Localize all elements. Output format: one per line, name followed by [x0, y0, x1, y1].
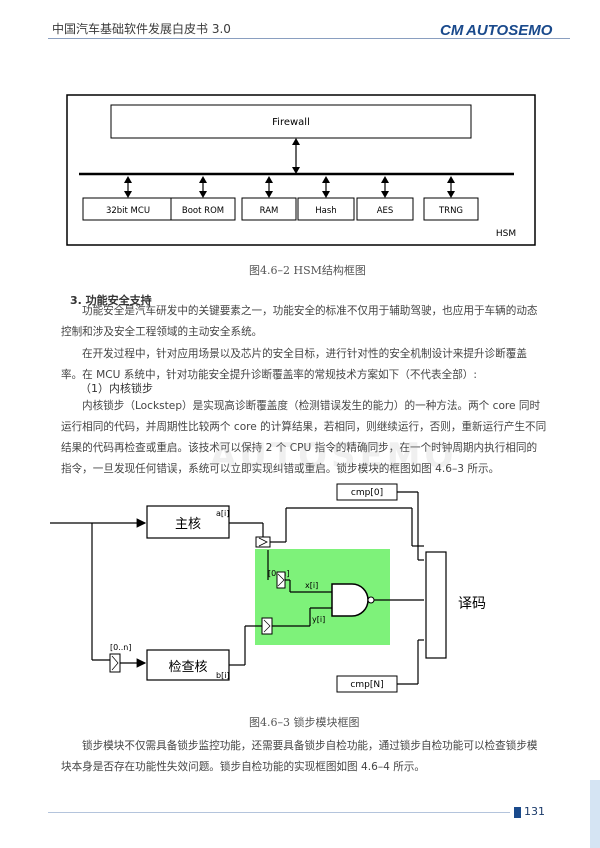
b-label: b[i]: [216, 671, 230, 680]
inverter-bubble: [367, 596, 375, 604]
main-core-label: 主核: [175, 517, 201, 532]
arrow-head: [381, 191, 389, 198]
hsm-block-label: TRNG: [438, 206, 463, 216]
arrow-head: [265, 191, 273, 198]
lockstep-diagram: 主核 a[i] [0..n] x[i] y[i] [0..n] 检查核 b[i]…: [50, 483, 486, 693]
register-b: [109, 653, 121, 673]
hsm-block-label: RAM: [260, 206, 279, 216]
section-heading: 3. 功能安全支持: [70, 294, 152, 307]
hsm-block: [297, 197, 355, 221]
watermark: AUTOSEMO: [210, 436, 458, 476]
paragraph-4: 锁步模块不仅需具备锁步监控功能，还需要具备锁步自检功能，通过锁步自检功能可以检查…: [61, 740, 538, 773]
arrow-head: [265, 176, 273, 183]
page-number-marker: [514, 807, 521, 818]
figure-caption-hsm: 图4.6–2 HSM结构框图: [249, 264, 366, 277]
cmpN-label: cmp[N]: [350, 680, 383, 690]
arrow-head: [447, 191, 455, 198]
hsm-block-label: Boot ROM: [182, 206, 224, 216]
cmp0-label: cmp[0]: [351, 488, 383, 498]
arrow-head: [322, 176, 330, 183]
paragraph-2: 在开发过程中，针对应用场景以及芯片的安全目标，进行针对性的安全机制设计来提升诊断…: [61, 348, 527, 381]
hsm-block: [170, 197, 236, 221]
arrow-head: [447, 176, 455, 183]
decoder-label: 译码: [458, 596, 486, 612]
hsm-block-label: AES: [377, 206, 394, 216]
x-label: x[i]: [305, 581, 318, 590]
hsm-diagram: Firewall 32bit MCU Boot ROM RAM Hash AES TRNG…: [66, 94, 536, 246]
hsm-block: [241, 197, 297, 221]
hsm-block: [356, 197, 414, 221]
firewall-label: Firewall: [272, 117, 310, 128]
a-label: a[i]: [216, 509, 229, 518]
figure-caption-lockstep: 图4.6–3 锁步模块框图: [249, 716, 360, 729]
paragraph-1: 功能安全是汽车研发中的关键要素之一，功能安全的标准不仅用于辅助驾驶，也应用于车辆…: [61, 305, 538, 338]
register-a: [255, 536, 271, 548]
autosemo-logo: CM AUTOSEMO: [440, 22, 553, 39]
page-header-title: 中国汽车基础软件发展白皮书 3.0: [52, 22, 231, 36]
main-core-box: [146, 505, 230, 539]
y-label: y[i]: [312, 615, 325, 624]
hsm-block: [423, 197, 479, 221]
sub-heading-lockstep: （1）内核锁步: [80, 382, 153, 395]
arrow-head: [199, 176, 207, 183]
edge-accent: [590, 780, 600, 848]
page-number: 131: [524, 805, 545, 818]
logo-prefix: CM: [440, 22, 464, 39]
logo-text: AUTOSEMO: [465, 22, 553, 39]
arrow-head: [124, 191, 132, 198]
arrow-head: [381, 176, 389, 183]
firewall-box: [110, 104, 472, 139]
check-core-label: 检查核: [168, 660, 207, 675]
decoder-box: [425, 551, 447, 659]
hsm-block-group: 32bit MCU Boot ROM RAM Hash AES TRNG: [82, 176, 479, 221]
register-y: [261, 617, 273, 635]
paragraph-3: 内核锁步（Lockstep）是实现高诊断覆盖度（检测错误发生的能力）的一种方法。…: [61, 400, 547, 475]
range-bottom-label: [0..n]: [110, 643, 132, 652]
hsm-block-label: 32bit MCU: [106, 206, 150, 216]
arrow-head: [199, 191, 207, 198]
arrow-head: [124, 176, 132, 183]
and-gate: [331, 583, 369, 617]
arrow-head: [322, 191, 330, 198]
check-core-box: [146, 649, 230, 681]
footer-rule: [48, 812, 510, 813]
hsm-corner-label: HSM: [496, 229, 516, 239]
hsm-block-label: Hash: [315, 206, 336, 216]
header-rule: [48, 38, 570, 39]
